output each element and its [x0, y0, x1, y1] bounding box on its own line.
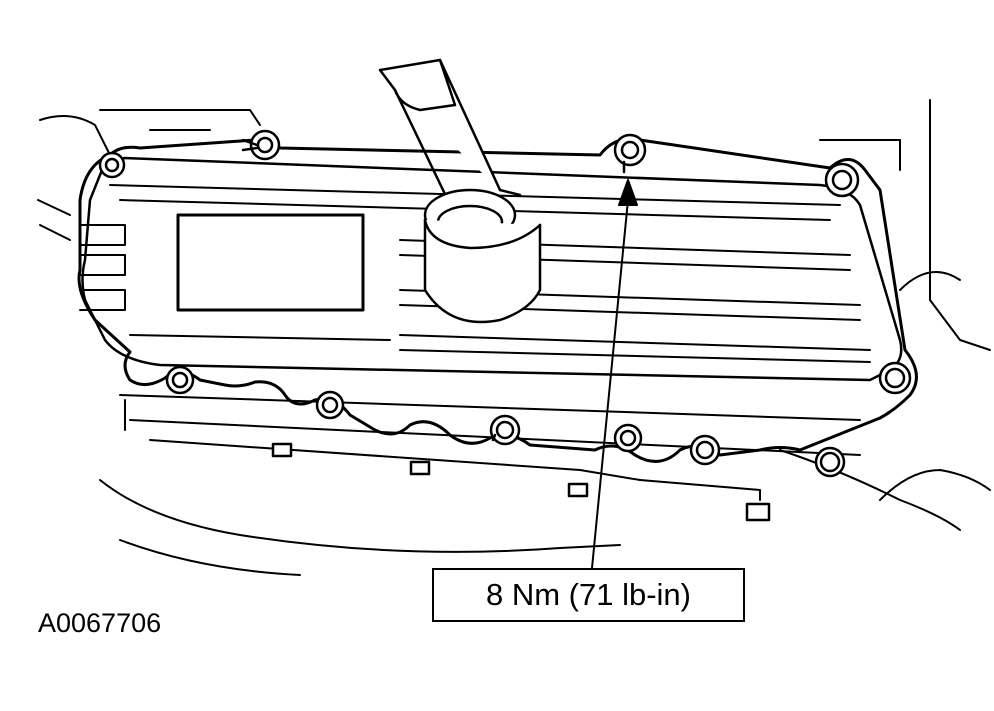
label-plate [176, 213, 365, 312]
bolt-icon [315, 390, 345, 420]
bolt-icon [745, 502, 771, 522]
figure-id-label: A0067706 [38, 608, 162, 638]
gasket-outline [77, 137, 918, 463]
bolt-icon [271, 442, 293, 458]
torque-spec-label: 8 Nm (71 lb-in) [486, 577, 691, 612]
bolt-icon [409, 460, 431, 476]
bolt-icon [613, 133, 647, 174]
bolt-icon [814, 446, 846, 478]
bolt-icon [567, 482, 589, 498]
lower-flange [119, 394, 861, 501]
cover-bolts [98, 129, 912, 522]
torque-spec-callout: 8 Nm (71 lb-in) [432, 568, 745, 622]
bolt-icon [613, 423, 643, 453]
engine-block-outline [37, 99, 991, 576]
bolt-icon [98, 151, 126, 179]
bolt-icon [241, 129, 281, 161]
bolt-icon [689, 434, 721, 466]
torque-wrench [378, 58, 542, 324]
bolt-icon [489, 414, 521, 446]
callout-leader [591, 179, 638, 569]
bolt-icon [165, 365, 195, 395]
bolt-icon [878, 361, 912, 395]
bolt-icon [824, 162, 860, 198]
